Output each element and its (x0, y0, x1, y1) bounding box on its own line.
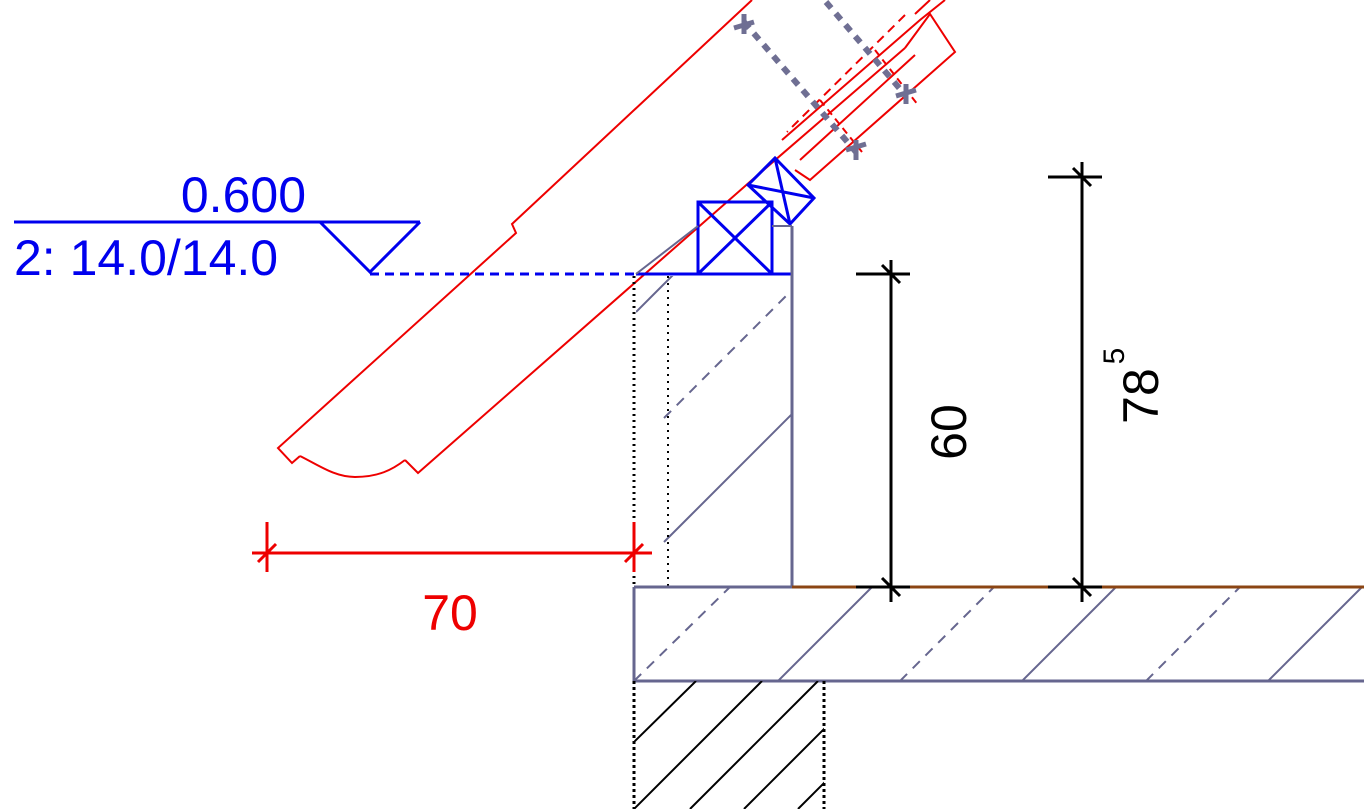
found-hatch-5 (797, 781, 824, 809)
batten-cross-3 (895, 84, 917, 104)
roof-tile-top-edge (276, 0, 753, 465)
slab-hatch-1 (634, 587, 731, 680)
total-height-dimension-text: 78 (1113, 368, 1169, 424)
wall-hatch-2 (663, 288, 792, 419)
found-hatch-3 (689, 681, 819, 809)
purlin-box (696, 200, 774, 276)
wall-height-slash-bottom (880, 576, 902, 598)
dimension-wall-height (856, 260, 910, 602)
wall-height-dimension-text: 60 (921, 404, 977, 460)
found-hatch-4 (743, 727, 824, 809)
wall-hatch-1 (636, 276, 674, 313)
rafter-outline (781, 0, 946, 141)
overhang-dimension-text: 70 (422, 585, 478, 641)
wall-slope-edge (635, 225, 699, 275)
batten-cross-2 (845, 140, 867, 160)
slab-hatch-3 (899, 587, 995, 680)
overhang-slash-right (623, 542, 645, 564)
batten-dashed-1 (741, 20, 859, 154)
rafter-frame (794, 12, 957, 182)
rafter-top-line (914, 0, 931, 15)
small-purlin-cross-b (773, 157, 792, 225)
slab-hatch-5 (1145, 587, 1241, 680)
wall-section (632, 225, 794, 586)
level-slope-text: 2: 14.0/14.0 (14, 230, 278, 286)
wall-plate (636, 155, 817, 276)
total-height-dimension-superscript: 5 (1098, 348, 1131, 365)
found-hatch-2 (634, 681, 763, 809)
roof-tile-bottom-edge (404, 179, 753, 475)
wall-height-slash-top (880, 263, 902, 285)
rafter-inner-line (799, 54, 916, 161)
floor-slab (632, 585, 1364, 683)
level-marker: 0.600 2: 14.0/14.0 (14, 167, 636, 286)
found-hatch-1 (634, 681, 697, 743)
total-height-slash-bottom (1071, 576, 1093, 598)
slab-hatch-4 (1021, 587, 1117, 680)
level-elevation-text: 0.600 (181, 167, 306, 223)
purlin-box-cross-b (696, 200, 774, 276)
batten-cross-1 (733, 14, 755, 34)
batten-dashed-2 (823, 0, 909, 98)
wall-hatch-3 (663, 412, 792, 543)
overhang-slash-left (256, 542, 278, 564)
slab-hatch-2 (777, 587, 873, 680)
dimension-overhang (252, 522, 652, 572)
roof-tile-nose-curve (299, 455, 406, 479)
foundation (632, 681, 826, 809)
roof-section (276, 0, 957, 479)
rafter-dashed-line (786, 14, 906, 133)
level-triangle (318, 220, 422, 275)
slab-hatch-6 (1267, 587, 1363, 680)
total-height-slash-top (1071, 166, 1093, 188)
rafter-upper-edge (751, 47, 906, 181)
dimension-total-height (1048, 162, 1102, 602)
small-purlin-cross-a (747, 183, 815, 200)
battens (733, 0, 917, 160)
